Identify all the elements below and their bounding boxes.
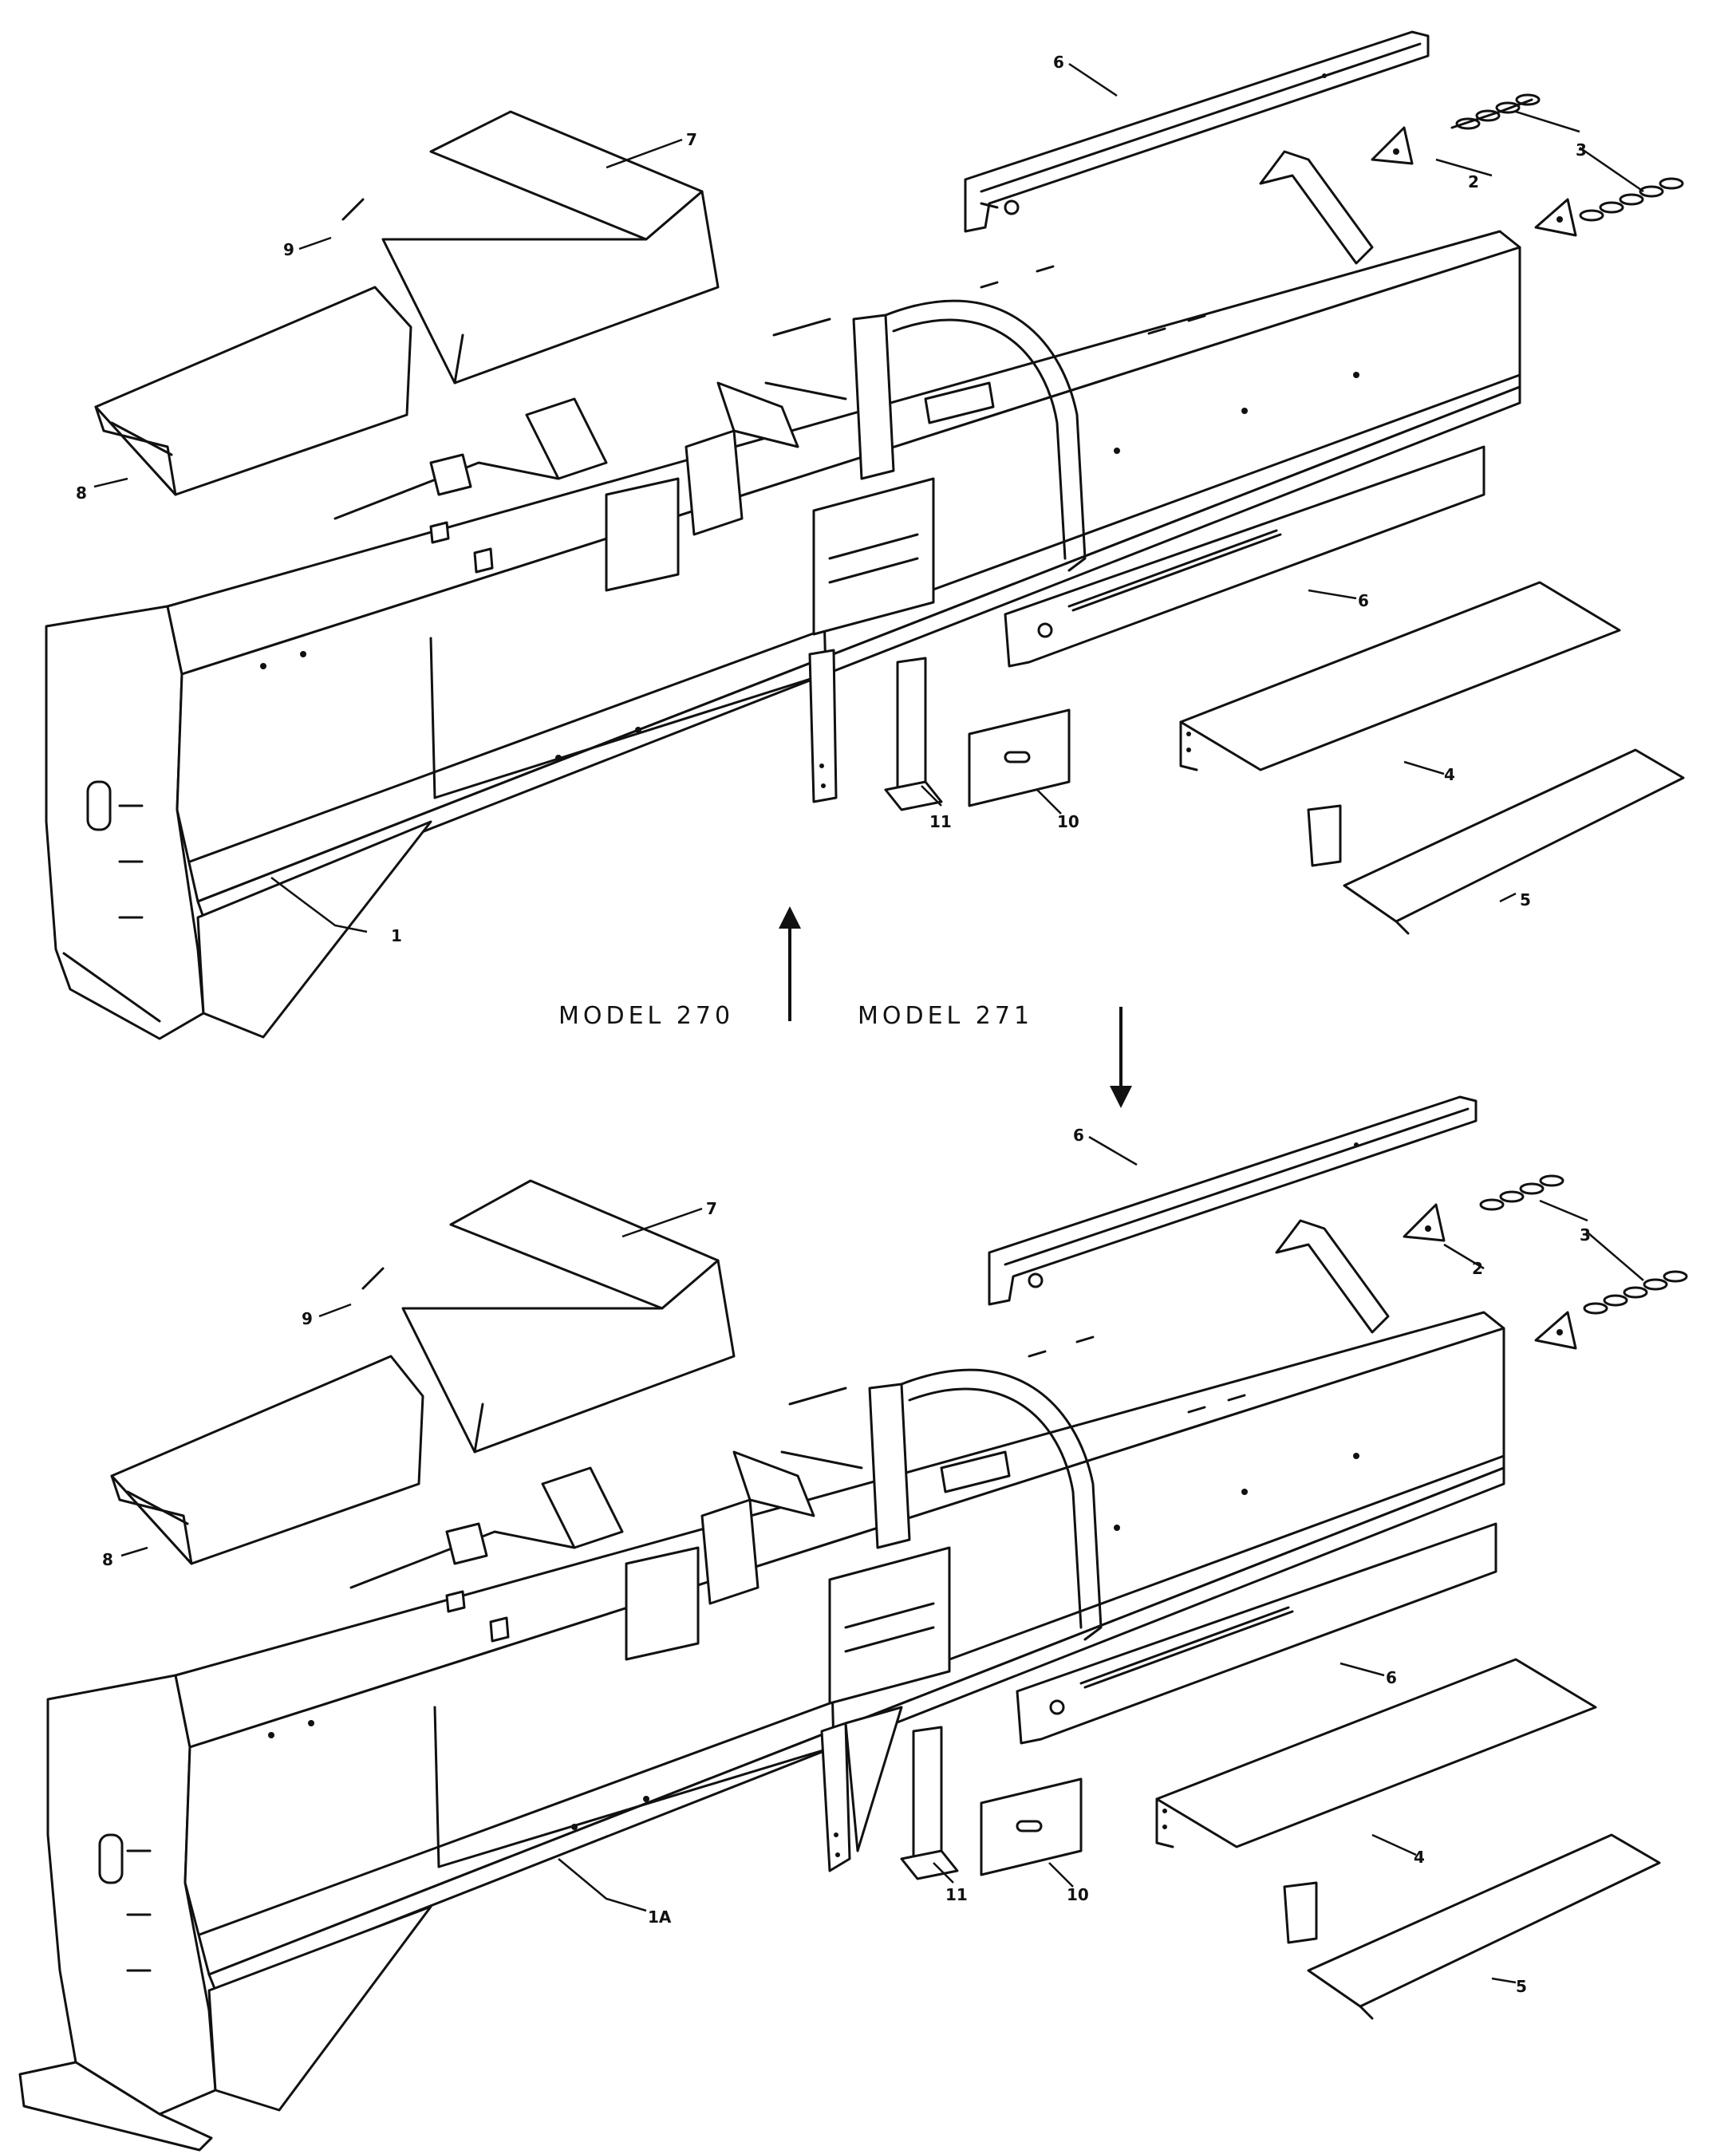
chain-part-3	[1450, 93, 1684, 222]
callout-5-lower: 5	[1516, 1977, 1527, 1996]
callout-11-lower: 11	[945, 1885, 968, 1904]
cover-part-7	[381, 110, 720, 385]
channel-part-6-upper	[964, 30, 1430, 233]
channel-part-6-lower	[1004, 445, 1485, 668]
tray-part-5-lower	[1307, 1833, 1661, 2020]
callouts-upper: 1 2 3 4 5 6 6 7 8 9 10 11	[76, 53, 1587, 945]
channel-part-6-upper-lower	[988, 1095, 1478, 1306]
callout-3-lower: 3	[1580, 1225, 1591, 1245]
callout-leaders-upper	[93, 62, 1644, 933]
model-271-assembly: 1A 2 3 4 5 6 6 7 8 9 10 11	[18, 1095, 1688, 2152]
callout-8: 8	[76, 483, 87, 503]
plate-part-2-b	[1534, 198, 1577, 237]
chain-part-3-lower	[1479, 1174, 1688, 1315]
chute-part-8	[94, 286, 412, 496]
plate-part-2-b-lower	[1534, 1311, 1577, 1350]
callouts-lower: 1A 2 3 4 5 6 6 7 8 9 10 11	[102, 1126, 1591, 1996]
callout-6b-lower: 6	[1386, 1668, 1397, 1687]
pin-part-9-lower	[361, 1267, 385, 1290]
cradle-structure-lower	[349, 1219, 1390, 1705]
callout-9: 9	[283, 240, 294, 259]
model-270-label: MODEL 270	[558, 1002, 734, 1030]
plate-part-10-lower	[980, 1777, 1083, 1876]
pin-part-9	[341, 198, 365, 221]
plate-part-2-a-lower	[1403, 1203, 1446, 1242]
callout-6a: 6	[1053, 53, 1064, 72]
callout-10: 10	[1057, 812, 1079, 831]
leg-brackets	[808, 649, 943, 811]
callout-2: 2	[1468, 172, 1479, 191]
cover-part-7-lower	[401, 1179, 736, 1454]
cradle-structure	[333, 150, 1374, 636]
callout-9-lower: 9	[302, 1309, 313, 1328]
leg-brackets-lower	[820, 1706, 959, 1880]
plate-part-10	[968, 708, 1071, 807]
callout-7: 7	[686, 130, 697, 149]
callout-1a: 1A	[648, 1907, 672, 1927]
chute-part-8-lower	[110, 1355, 424, 1565]
callout-10-lower: 10	[1067, 1885, 1089, 1904]
tray-part-4	[1179, 581, 1621, 867]
callout-7-lower: 7	[706, 1199, 717, 1218]
callout-1: 1	[391, 926, 402, 945]
callout-3: 3	[1576, 140, 1587, 160]
plate-part-2-a	[1371, 126, 1414, 165]
callout-4-lower: 4	[1414, 1848, 1425, 1867]
callout-leaders-lower	[120, 1135, 1644, 1984]
tray-part-4-lower	[1155, 1658, 1597, 1944]
model-labels: MODEL 270 MODEL 271	[558, 906, 1132, 1108]
callout-6b: 6	[1358, 591, 1369, 610]
tray-part-5	[1343, 748, 1685, 935]
callout-8-lower: 8	[102, 1550, 113, 1569]
callout-6a-lower: 6	[1073, 1126, 1084, 1145]
callout-2-lower: 2	[1472, 1259, 1483, 1278]
channel-part-6-lower-lower	[1016, 1522, 1497, 1745]
callout-4: 4	[1444, 765, 1455, 784]
model-271-label: MODEL 271	[858, 1002, 1033, 1030]
model-270-assembly: 1 2 3 4 5 6 6 7 8 9 10 11	[45, 30, 1685, 1040]
callout-5: 5	[1520, 890, 1531, 909]
callout-11: 11	[929, 812, 952, 831]
